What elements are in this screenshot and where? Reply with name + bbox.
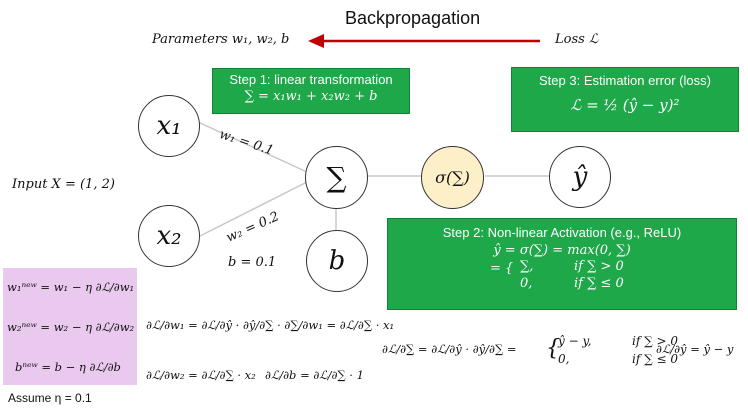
step3-box: Step 3: Estimation error (loss) ℒ = ½ (ŷ…	[511, 67, 739, 132]
assume-eta: Assume η = 0.1	[8, 391, 92, 405]
node-b: b	[306, 230, 368, 292]
node-sum: ∑	[305, 146, 368, 209]
node-sum-label: ∑	[326, 161, 347, 194]
node-x2: x₂	[138, 205, 200, 267]
edge-x2-sum	[197, 181, 308, 238]
node-b-label: b	[328, 246, 346, 276]
updates-box: w₁ⁿᵉʷ = w₁ − η ∂ℒ/∂w₁ w₂ⁿᵉʷ = w₂ − η ∂ℒ/…	[3, 268, 137, 385]
edge-x1-sum	[197, 121, 308, 173]
grad-dl-dw2: ∂ℒ/∂w₂ = ∂ℒ/∂∑ · x₂	[146, 368, 256, 382]
step2-brace: = {	[490, 261, 514, 276]
update-w2: w₂ⁿᵉʷ = w₂ − η ∂ℒ/∂w₂	[7, 320, 135, 334]
node-activation-label: σ(∑)	[435, 168, 470, 187]
step2-case2-cond: if ∑ ≤ 0	[574, 276, 624, 291]
loss-label: Loss ℒ	[555, 32, 599, 47]
node-yhat-label: ŷ	[572, 162, 588, 192]
grad-dl-dsum: ∂ℒ/∂∑ = ∂ℒ/∂ŷ · ∂ŷ/∂∑ =	[382, 342, 517, 356]
node-yhat: ŷ	[549, 146, 611, 208]
grad-dsum-brace: {	[546, 336, 560, 361]
node-x1-label: x₁	[156, 111, 182, 141]
grad-dsum-cond2: if ∑ ≤ 0	[632, 352, 678, 366]
step1-formula: ∑ = x₁w₁ + x₂w₂ + b	[244, 89, 378, 104]
step1-box: Step 1: linear transformation ∑ = x₁w₁ +…	[212, 68, 410, 114]
step2-title: Step 2: Non-linear Activation (e.g., ReL…	[442, 225, 682, 240]
grad-dl-db: ∂ℒ/∂b = ∂ℒ/∂∑ · 1	[265, 368, 364, 382]
step2-box: Step 2: Non-linear Activation (e.g., ReL…	[387, 218, 737, 310]
step2-case2: 0,	[520, 276, 533, 291]
step2-formula-line1: ŷ = σ(∑) = max(0, ∑)	[493, 243, 631, 258]
step3-title: Step 3: Estimation error (loss)	[539, 73, 711, 88]
backprop-title: Backpropagation	[345, 8, 481, 28]
bias-value: b = 0.1	[228, 255, 277, 270]
parameters-label: Parameters w₁, w₂, b	[152, 32, 290, 47]
step2-cases: = { ∑, if ∑ > 0 0, if ∑ ≤ 0	[388, 258, 736, 296]
grad-dl-dyhat: ∂ℒ/∂ŷ = ŷ − y	[656, 342, 734, 356]
input-label: Input X = (1, 2)	[12, 177, 115, 192]
step2-case1: ∑,	[520, 259, 534, 274]
node-x2-label: x₂	[156, 221, 182, 251]
step2-case1-cond: if ∑ > 0	[574, 259, 624, 274]
grad-dsum-case1: ŷ − y,	[558, 334, 592, 348]
grad-dsum-cond1: if ∑ > 0	[632, 334, 678, 348]
grad-dl-dw1: ∂ℒ/∂w₁ = ∂ℒ/∂ŷ · ∂ŷ/∂∑ · ∂∑/∂w₁ = ∂ℒ/∂∑ …	[146, 318, 395, 332]
update-b: bⁿᵉʷ = b − η ∂ℒ/∂b	[15, 360, 121, 374]
node-activation: σ(∑)	[421, 146, 484, 209]
step3-formula: ℒ = ½ (ŷ − y)²	[570, 96, 680, 114]
update-w1: w₁ⁿᵉʷ = w₁ − η ∂ℒ/∂w₁	[7, 280, 135, 294]
node-x1: x₁	[138, 95, 200, 157]
grad-dsum-case2: 0,	[558, 352, 570, 366]
backprop-arrow-head	[308, 34, 324, 48]
step1-title: Step 1: linear transformation	[229, 72, 393, 87]
